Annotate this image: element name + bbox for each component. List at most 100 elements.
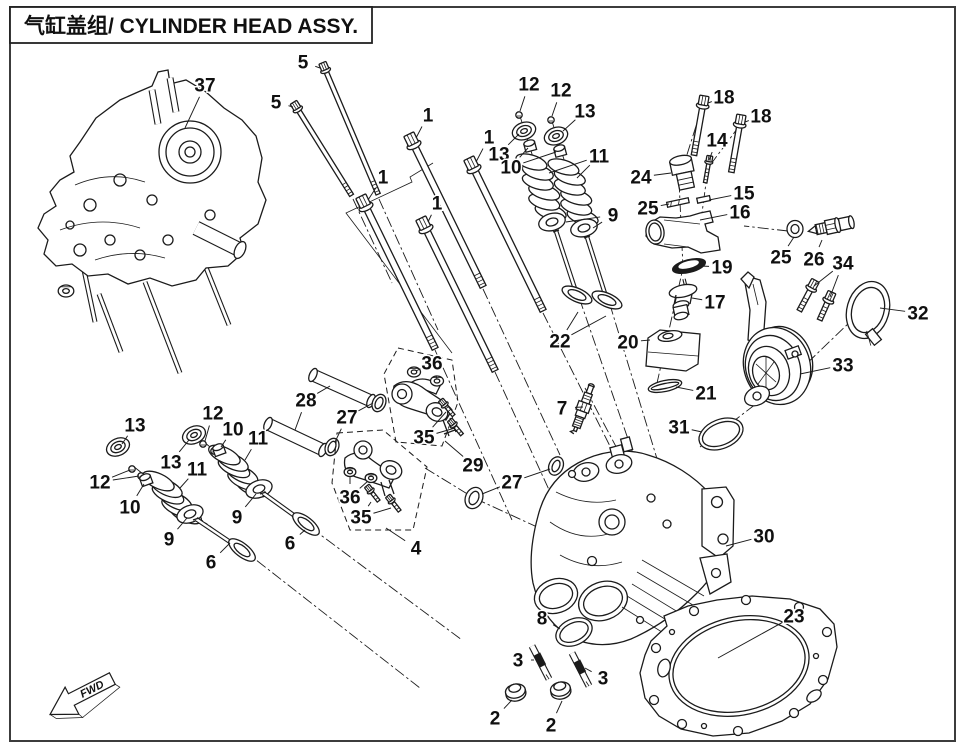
callout-16: 16	[729, 203, 750, 224]
leader-line	[551, 102, 558, 117]
callout-13: 13	[160, 453, 181, 474]
leader-line	[435, 375, 438, 380]
callout-20: 20	[617, 333, 638, 354]
leader-line	[358, 402, 374, 412]
leader-line	[244, 493, 257, 508]
callout-25: 25	[637, 199, 659, 220]
leader-line	[415, 126, 423, 139]
leader-line	[813, 270, 834, 287]
valve-train-left	[105, 425, 320, 562]
head-gasket	[639, 594, 838, 737]
callout-21: 21	[695, 384, 717, 405]
leader-line	[294, 412, 302, 431]
callout-8: 8	[537, 609, 548, 630]
callout-34: 34	[832, 254, 854, 275]
leader-line	[315, 65, 321, 69]
construction-lines	[345, 162, 453, 354]
leader-line	[367, 187, 377, 201]
leader-line	[818, 239, 823, 248]
leader-line	[565, 216, 601, 223]
port-seal	[555, 617, 593, 647]
head-gasket-holes	[648, 594, 833, 737]
leader-line	[519, 96, 526, 112]
cylinder-head-detail	[533, 436, 735, 640]
callout-10: 10	[500, 158, 521, 179]
callout-7: 7	[557, 399, 568, 420]
leader-line	[444, 440, 464, 457]
head-cover-bolts	[355, 131, 547, 374]
leader-line	[367, 501, 372, 507]
leader-line	[219, 542, 231, 554]
fwd-arrow-depth	[49, 684, 121, 719]
callout-33: 33	[832, 356, 853, 377]
flange-nuts	[504, 681, 572, 702]
leader-line	[744, 120, 749, 123]
leader-line	[121, 435, 129, 445]
callout-31: 31	[668, 418, 690, 439]
leader-line	[592, 221, 603, 229]
callout-1: 1	[484, 128, 495, 149]
leader-line	[432, 411, 447, 428]
callout-11: 11	[248, 429, 269, 450]
callout-23: 23	[783, 607, 804, 628]
leader-line	[566, 311, 579, 331]
callout-6: 6	[206, 553, 217, 574]
leader-line	[359, 480, 369, 489]
leader-line	[503, 699, 513, 709]
leader-line	[524, 468, 551, 479]
clamp	[845, 280, 891, 347]
callout-37: 37	[194, 76, 215, 97]
callout-5: 5	[271, 93, 282, 114]
cover-studs	[289, 60, 382, 198]
callout-26: 26	[803, 250, 824, 271]
leader-line	[571, 315, 607, 336]
cylinder-head	[530, 436, 735, 646]
leader-line	[576, 164, 591, 179]
callout-1: 1	[423, 106, 434, 127]
page-title: 气缸盖组/ CYLINDER HEAD ASSY.	[23, 14, 358, 38]
assembled-head-detail	[57, 77, 247, 298]
leader-line	[675, 386, 694, 391]
leader-line	[653, 172, 672, 176]
callout-11: 11	[187, 460, 208, 481]
leader-line	[436, 427, 456, 434]
callout-29: 29	[462, 456, 483, 477]
leader-line	[415, 368, 421, 372]
leader-line	[507, 133, 520, 146]
leader-line	[707, 101, 712, 104]
leader-line	[552, 624, 561, 630]
leader-line	[334, 428, 342, 443]
callout-36: 36	[421, 354, 442, 375]
leader-line	[562, 119, 576, 132]
callout-3: 3	[513, 651, 524, 672]
leader-line	[475, 148, 484, 163]
thermostat-stack	[645, 94, 747, 394]
leader-line	[725, 538, 752, 547]
callout-9: 9	[164, 530, 175, 551]
callout-24: 24	[630, 168, 652, 189]
thermostat-bolts	[690, 94, 747, 184]
leader-line	[829, 274, 839, 298]
leader-line	[691, 429, 703, 433]
leader-line	[481, 486, 501, 495]
leader-line	[787, 236, 795, 247]
leader-line	[220, 439, 227, 448]
leader-line	[799, 367, 831, 375]
callout-11: 11	[589, 147, 610, 168]
temp-sensor	[786, 215, 855, 239]
leader-line	[548, 159, 587, 174]
leader-line	[385, 527, 406, 542]
callout-28: 28	[295, 391, 316, 412]
callout-13: 13	[124, 416, 145, 437]
callout-25: 25	[770, 248, 792, 269]
callout-4: 4	[411, 539, 422, 560]
leader-line	[660, 203, 670, 207]
callout-2: 2	[490, 709, 501, 730]
leader-line	[112, 475, 140, 481]
leader-line	[519, 147, 529, 158]
rocker-assembly-lower	[331, 429, 428, 531]
callout-2: 2	[546, 716, 557, 737]
callout-13: 13	[574, 102, 595, 123]
